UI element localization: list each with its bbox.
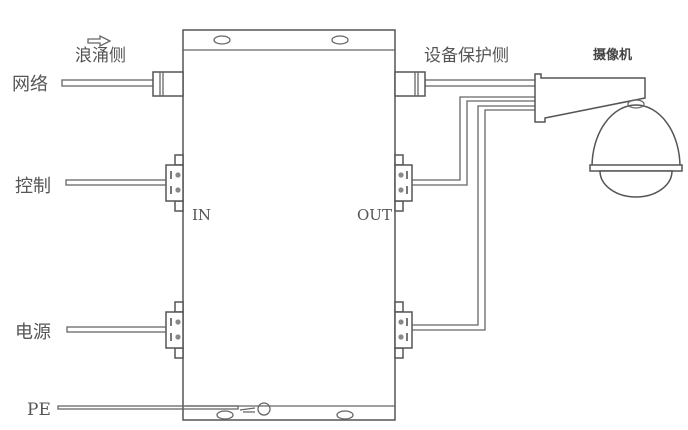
control-label: 控制 bbox=[15, 176, 51, 197]
mount-hole bbox=[213, 35, 231, 45]
dome-camera-icon bbox=[534, 73, 683, 198]
control-terminal-out bbox=[394, 154, 413, 212]
out-label: OUT bbox=[357, 206, 392, 224]
mount-hole bbox=[331, 35, 349, 45]
network-cable-out bbox=[394, 71, 538, 97]
power-label: 电源 bbox=[15, 322, 51, 343]
power-wires-out bbox=[412, 105, 537, 331]
in-label: IN bbox=[192, 206, 211, 224]
control-cable-in bbox=[65, 179, 167, 186]
network-cable-in bbox=[61, 71, 184, 97]
camera-label: 摄像机 bbox=[593, 47, 632, 63]
pe-label: PE bbox=[27, 400, 51, 420]
control-wires-out bbox=[412, 96, 537, 186]
surge-protector-box bbox=[182, 29, 396, 421]
surge-side-label: 浪涌侧 bbox=[75, 46, 126, 66]
network-label: 网络 bbox=[12, 74, 48, 95]
pe-cable bbox=[57, 402, 271, 416]
mount-hole bbox=[216, 410, 234, 420]
power-terminal-out bbox=[394, 301, 413, 359]
mount-hole bbox=[336, 410, 354, 420]
power-terminal-in bbox=[165, 301, 184, 359]
protected-side-label: 设备保护侧 bbox=[424, 46, 509, 66]
control-terminal-in bbox=[165, 154, 184, 212]
arrow-right-icon bbox=[87, 34, 112, 48]
power-cable-in bbox=[66, 326, 167, 333]
